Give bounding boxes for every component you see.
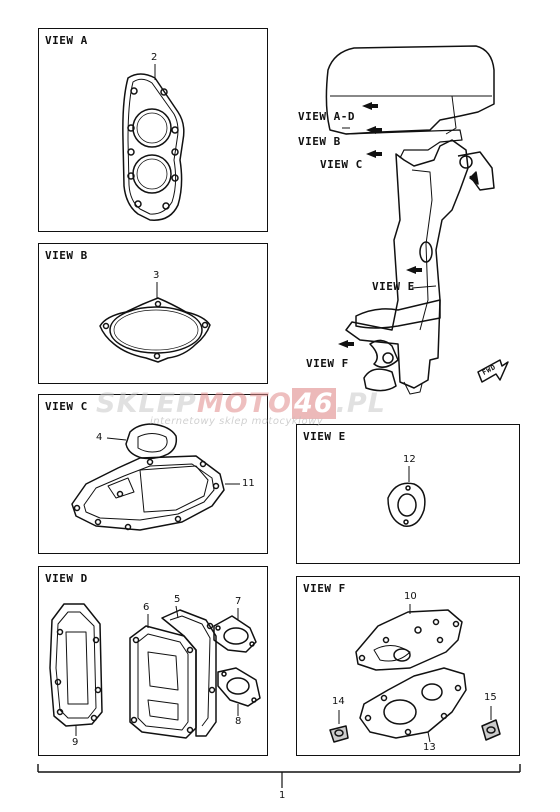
part-number-14: 14 — [332, 696, 345, 707]
view-b-label: VIEW B — [45, 249, 88, 262]
exhaust-cover-gasket — [99, 282, 211, 363]
watermark-brand-num: 46 — [292, 388, 336, 419]
gasket-9 — [49, 603, 103, 736]
part-number-3: 3 — [153, 270, 160, 281]
engine-label-view-c: VIEW C — [320, 158, 363, 171]
engine-label-view-f: VIEW F — [306, 357, 349, 370]
oil-seal-15 — [481, 706, 501, 741]
watermark-brand-left: SKLEP — [96, 388, 197, 419]
view-d-panel: VIEW D — [38, 566, 268, 756]
part-number-6: 6 — [143, 602, 150, 613]
fwd-arrow — [477, 359, 509, 383]
view-a-panel: VIEW A — [38, 28, 268, 232]
gasket-12 — [387, 466, 426, 527]
part-number-4: 4 — [96, 432, 103, 443]
view-e-panel: VIEW E — [296, 424, 520, 564]
part-number-12: 12 — [403, 454, 416, 465]
gasket-8 — [217, 667, 261, 716]
part-number-11: 11 — [242, 478, 255, 489]
engine-label-view-ad: VIEW A-D — [298, 110, 355, 123]
oil-seal-14 — [329, 710, 349, 743]
part-number-5: 5 — [174, 594, 181, 605]
part-number-15: 15 — [484, 692, 497, 703]
part-number-1: 1 — [279, 790, 286, 801]
view-arrows — [338, 102, 422, 348]
gasket-11 — [71, 455, 240, 531]
view-e-leader — [411, 285, 437, 289]
watermark-brand: SKLEPMOTO46.PL — [96, 388, 386, 419]
part-number-8: 8 — [235, 716, 242, 727]
part-number-10: 10 — [404, 591, 417, 602]
part-number-2: 2 — [151, 52, 158, 63]
view-a-label: VIEW A — [45, 34, 88, 47]
plate-13 — [359, 667, 467, 743]
view-f-panel: VIEW F — [296, 576, 520, 756]
watermark-brand-right: .PL — [335, 388, 386, 419]
gasket-5 — [161, 605, 217, 737]
watermark-tagline: internetowy sklep motocyklowy — [150, 416, 324, 427]
engine-label-view-b: VIEW B — [298, 135, 341, 148]
part-number-9: 9 — [72, 737, 79, 748]
gasket-4 — [106, 423, 178, 460]
gasket-7 — [213, 608, 257, 653]
view-f-label: VIEW F — [303, 582, 346, 595]
part-number-13: 13 — [423, 742, 436, 753]
view-d-label: VIEW D — [45, 572, 88, 585]
set-bracket — [37, 764, 521, 788]
view-c-panel: VIEW C — [38, 394, 268, 554]
cylinder-head-gasket — [122, 64, 185, 221]
view-e-label: VIEW E — [303, 430, 346, 443]
plate-10 — [355, 604, 463, 671]
outboard-motor — [325, 45, 495, 395]
gasket-6 — [129, 614, 197, 739]
part-number-7: 7 — [235, 596, 242, 607]
watermark-brand-mid: MOTO — [196, 388, 293, 419]
view-c-label: VIEW C — [45, 400, 88, 413]
engine-label-view-e: VIEW E — [372, 280, 415, 293]
view-b-panel: VIEW B — [38, 243, 268, 384]
